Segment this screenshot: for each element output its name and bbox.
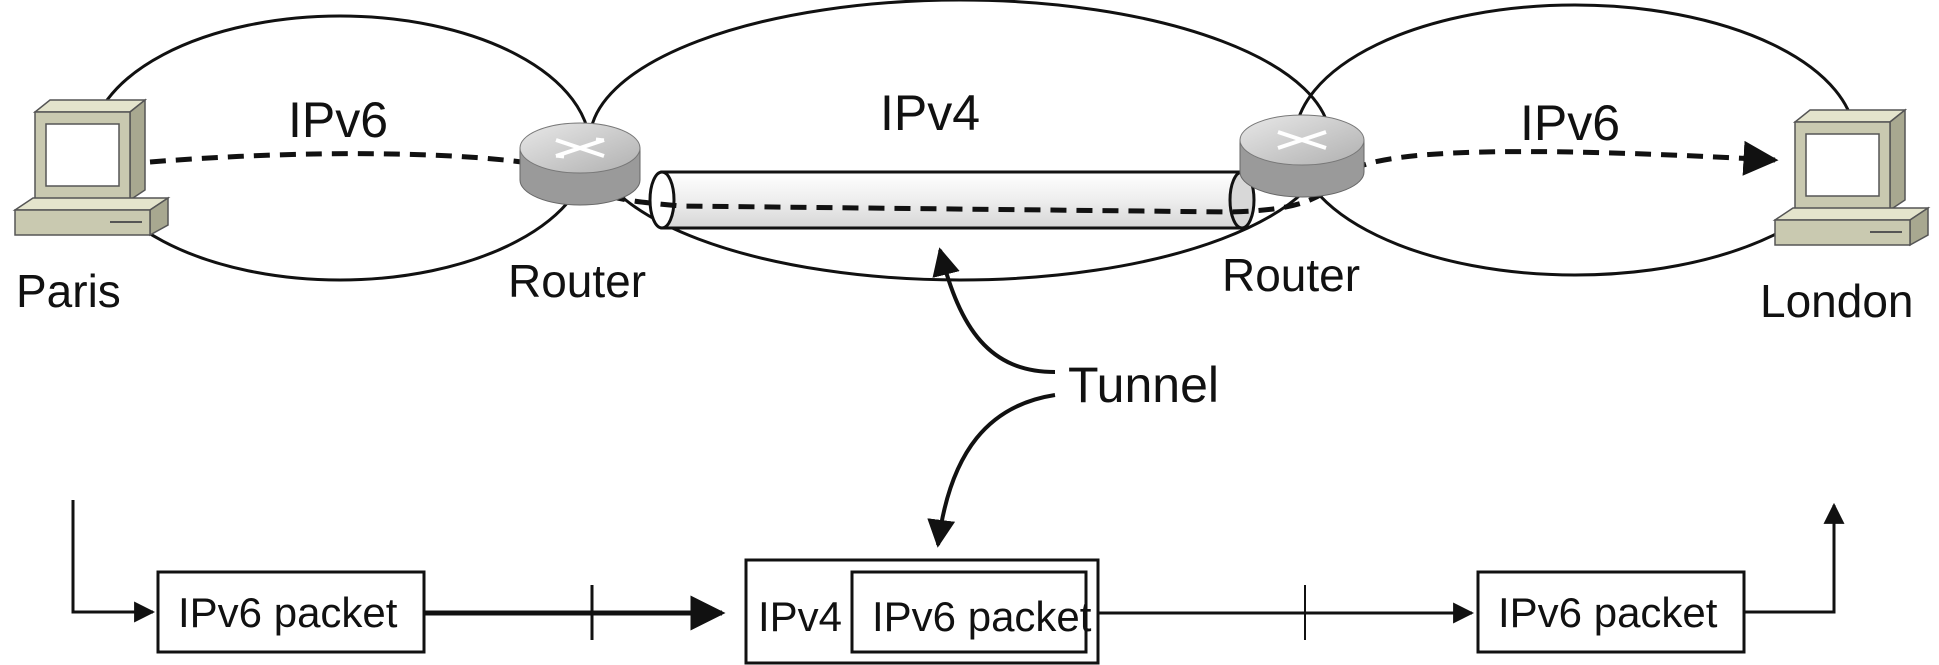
computer-icon [12,98,171,237]
router-label-right: Router [1222,249,1361,301]
router-label-left: Router [508,255,647,307]
ipv6-packet-inner-box [850,570,1088,654]
host-label-london: London [1760,275,1914,327]
packet-label-last: IPv6 packet [1498,589,1718,636]
ipv6-packet-box-last [1476,570,1746,654]
flow-start-arrow [71,500,156,623]
tunnel-pipe [648,170,1256,230]
tunnel-arrow-up [932,247,1056,374]
flow-end-arrow [1744,502,1845,614]
packet-label-inner: IPv6 packet [872,593,1092,640]
network-label-middle: IPv4 [880,85,981,141]
network-label-left: IPv6 [288,92,389,148]
computer-icon [1772,108,1931,247]
router-icon [519,122,641,206]
ipv6-packet-box-first [156,570,426,654]
host-label-paris: Paris [16,265,121,317]
network-label-right: IPv6 [1520,95,1621,151]
packet-path [149,140,1779,215]
ipv6-network-left [88,14,592,282]
router-icon [1239,114,1365,198]
packet-label-first: IPv6 packet [178,589,398,636]
tunnel-label: Tunnel [1068,357,1220,413]
tunnel-arrow-down [927,393,1056,548]
packet-label-ipv4: IPv4 [758,593,843,640]
